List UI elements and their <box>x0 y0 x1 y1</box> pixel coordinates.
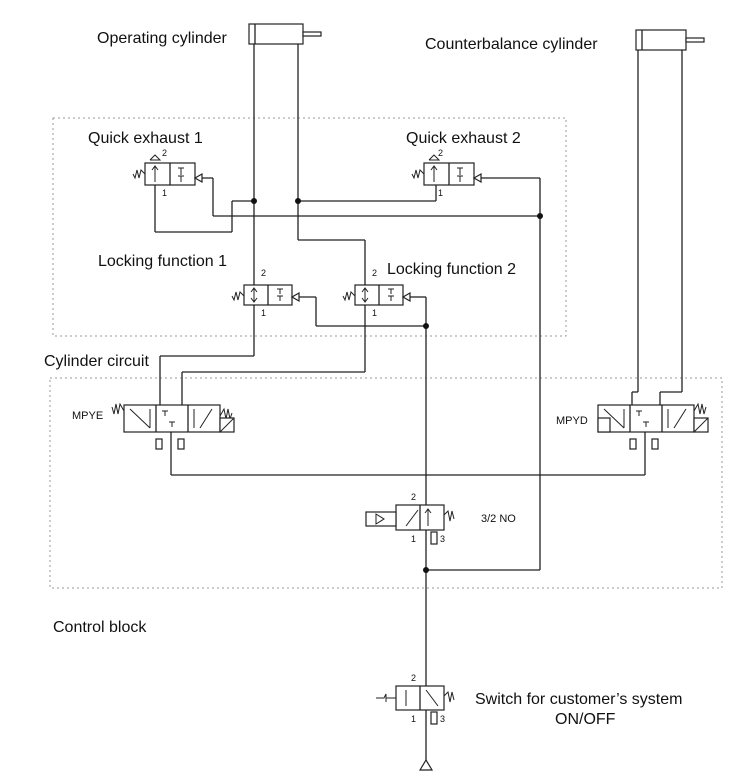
control-block-boundary <box>49 377 723 589</box>
quick-exhaust-2-label: Quick exhaust 2 <box>406 130 521 147</box>
port-label: 1 <box>411 534 416 544</box>
junction-dot <box>423 323 429 329</box>
port-label: 2 <box>261 268 266 278</box>
port-label: 1 <box>438 188 443 198</box>
operating-cylinder-label: Operating cylinder <box>97 30 228 47</box>
mpyd-proportional-valve: MPYD <box>556 402 709 450</box>
junction-dot <box>423 567 429 573</box>
cylinder-circuit-label: Cylinder circuit <box>44 353 149 370</box>
port-label: 2 <box>411 673 416 683</box>
port-label: 2 <box>372 268 377 278</box>
quick-exhaust-1-valve: 2 1 <box>132 148 203 198</box>
port-label: 1 <box>411 714 416 724</box>
junction-dot <box>295 198 301 204</box>
junction-dot <box>537 213 543 219</box>
junction-dot <box>251 198 257 204</box>
port-label: 2 <box>411 492 416 502</box>
valve-block-boundary <box>52 117 567 337</box>
port-label: 3 <box>440 714 445 724</box>
port-label: 2 <box>162 148 167 158</box>
pneumatic-lines <box>154 44 683 762</box>
locking-function-1-valve: 2 1 <box>231 268 300 318</box>
port-label: 2 <box>438 148 443 158</box>
port-label: 1 <box>372 308 377 318</box>
switch-label-line2: ON/OFF <box>555 711 616 728</box>
counterbalance-cylinder <box>635 29 705 51</box>
mpye-proportional-valve: MPYE <box>72 402 235 450</box>
locking-function-2-valve: 2 1 <box>342 268 411 318</box>
operating-cylinder <box>248 23 322 45</box>
quick-exhaust-2-valve: 2 1 <box>411 148 482 198</box>
port-label: 3 <box>440 534 445 544</box>
switch-label-line1: Switch for customer’s system <box>475 691 682 708</box>
quick-exhaust-1-label: Quick exhaust 1 <box>88 130 203 147</box>
solenoid-valve-3-2-no: 2 1 3 3/2 NO <box>365 492 516 545</box>
locking-function-2-label: Locking function 2 <box>387 261 516 278</box>
locking-function-1-label: Locking function 1 <box>98 253 227 270</box>
control-block-label: Control block <box>53 619 147 636</box>
counterbalance-cylinder-label: Counterbalance cylinder <box>425 36 598 53</box>
port-label: 1 <box>162 188 167 198</box>
mpyd-label: MPYD <box>556 415 588 427</box>
port-label: 1 <box>261 308 266 318</box>
pressure-source-icon <box>418 758 434 771</box>
valve-3-2-no-label: 3/2 NO <box>481 513 516 525</box>
mpye-label: MPYE <box>72 410 103 422</box>
manual-switch-valve: 2 1 3 <box>376 673 455 725</box>
